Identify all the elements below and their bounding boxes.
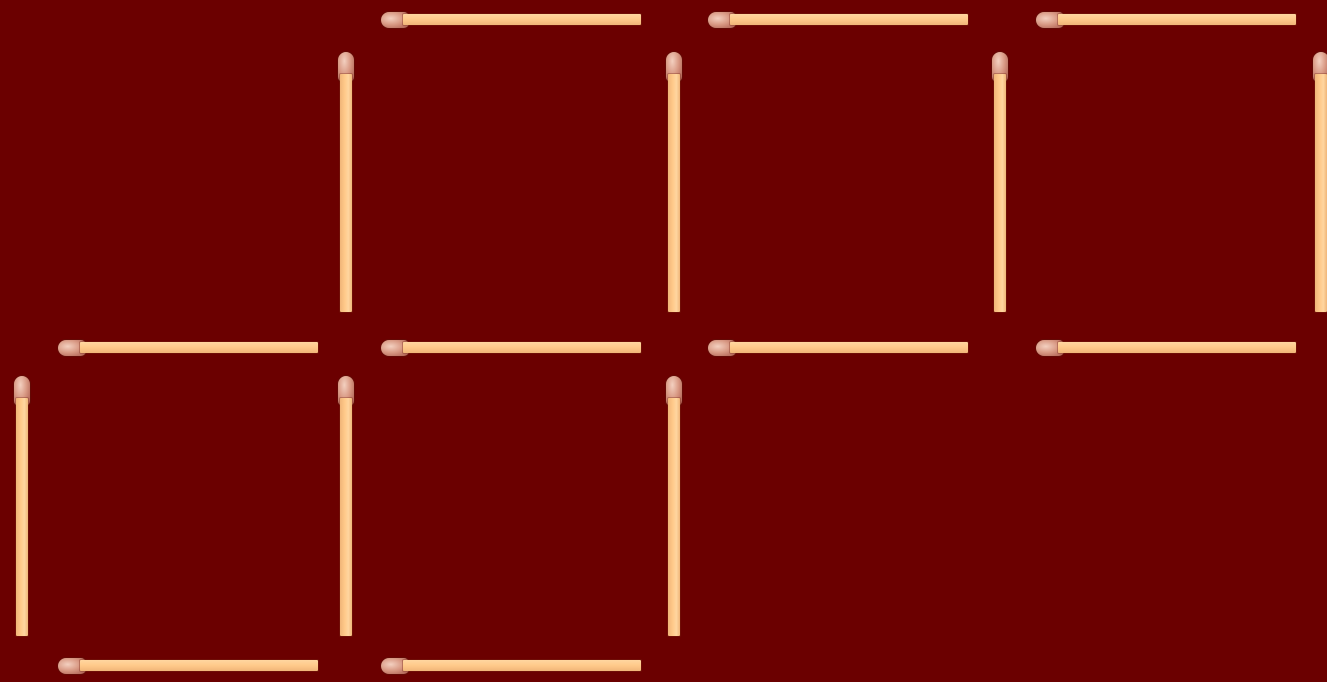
match-stick	[994, 74, 1006, 312]
matchstick[interactable]	[1036, 340, 1298, 354]
match-stick	[668, 398, 680, 636]
matchstick[interactable]	[58, 340, 320, 354]
match-stick	[403, 14, 641, 25]
match-stick	[1058, 14, 1296, 25]
match-stick	[1315, 74, 1327, 312]
matchstick[interactable]	[381, 12, 643, 26]
match-stick	[340, 398, 352, 636]
matchstick[interactable]	[708, 340, 970, 354]
match-stick	[1058, 342, 1296, 353]
matchstick[interactable]	[664, 52, 684, 314]
matchstick[interactable]	[990, 52, 1010, 314]
match-stick	[16, 398, 28, 636]
match-stick	[403, 342, 641, 353]
matchstick[interactable]	[664, 376, 684, 638]
matchstick[interactable]	[58, 658, 320, 672]
matchstick[interactable]	[708, 12, 970, 26]
matchstick[interactable]	[381, 658, 643, 672]
matchstick[interactable]	[1311, 52, 1327, 314]
match-stick	[730, 14, 968, 25]
match-stick	[730, 342, 968, 353]
match-stick	[403, 660, 641, 671]
matchstick[interactable]	[381, 340, 643, 354]
match-stick	[340, 74, 352, 312]
matchstick[interactable]	[336, 52, 356, 314]
matchstick[interactable]	[1036, 12, 1298, 26]
match-stick	[80, 660, 318, 671]
matchstick[interactable]	[12, 376, 32, 638]
match-stick	[668, 74, 680, 312]
matchstick[interactable]	[336, 376, 356, 638]
match-stick	[80, 342, 318, 353]
